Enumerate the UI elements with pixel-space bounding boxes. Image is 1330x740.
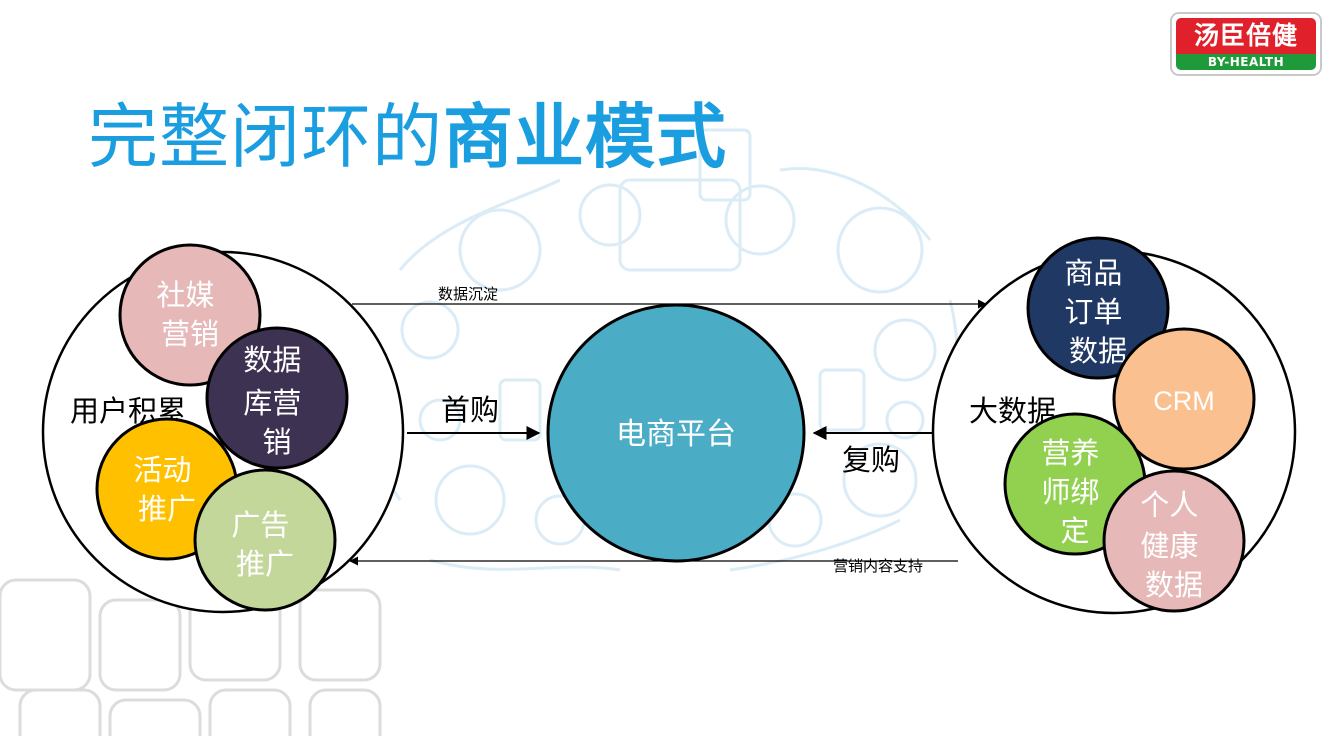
bubble-line: 个人 (1140, 488, 1198, 522)
background-doodle (618, 178, 742, 272)
by-health-logo: 汤臣倍健 BY-HEALTH (1172, 14, 1320, 74)
background-doodle (498, 378, 542, 442)
bubble-line: 订单 (1064, 295, 1122, 329)
bubble-line: 数据 (243, 343, 301, 377)
background-doodle (779, 167, 932, 241)
personal-health-data-bubble: 个人 健康 数据 (1102, 469, 1246, 613)
background-doodle (418, 398, 462, 442)
background-doodle (434, 464, 506, 536)
background-doodle (842, 442, 918, 518)
ad-promotion-bubble: 广告 推广 (193, 468, 337, 612)
background-doodle (578, 183, 642, 247)
background-doodle (398, 178, 561, 271)
bubble-line: 销 (262, 425, 291, 459)
background-doodle (885, 400, 925, 440)
bubble-line: 活动 (133, 453, 191, 487)
ecommerce-platform-label: 电商平台 (616, 417, 736, 452)
bubble-line: 推广 (236, 547, 294, 581)
database-marketing-bubble: 数据 库营 销 (205, 326, 349, 470)
logo-english-name: BY-HEALTH (1176, 54, 1316, 70)
data-settlement-label: 数据沉淀 (438, 285, 498, 303)
bubble-line: 营销 (161, 317, 219, 351)
crm-bubble: CRM (1112, 327, 1256, 471)
background-doodle (836, 206, 924, 294)
bubble-line: 商品 (1064, 256, 1122, 290)
background-square (208, 688, 292, 740)
background-doodle (873, 318, 937, 382)
svg-text:营养 师绑 定: 营养 师绑 定 (1041, 436, 1108, 548)
background-square (298, 588, 382, 682)
first-purchase-label: 首购 (441, 393, 499, 427)
bubble-line: 库营 (243, 386, 301, 420)
svg-text:数据 库营 销: 数据 库营 销 (243, 343, 310, 459)
bubble-line: CRM (1153, 386, 1215, 416)
background-square (108, 698, 202, 740)
bubble-line: 健康 (1140, 529, 1198, 563)
background-doodle (698, 128, 752, 202)
bubble-line: 营养 (1041, 436, 1099, 470)
background-doodle (400, 300, 460, 360)
background-doodle (429, 558, 621, 572)
title-bold-text: 商业模式 (443, 96, 727, 178)
bubble-line: 广告 (231, 508, 289, 542)
svg-text:商品 订单 数据: 商品 订单 数据 (1064, 256, 1131, 368)
background-doodle (729, 518, 901, 572)
marketing-support-label: 营销内容支持 (833, 557, 923, 575)
repurchase-label: 复购 (842, 443, 900, 477)
bubble-line: 数据 (1145, 568, 1203, 602)
svg-text:广告 推广: 广告 推广 (231, 508, 298, 581)
page-title: 完整闭环的商业模式 (88, 92, 727, 182)
bubble-line: 推广 (138, 492, 196, 526)
background-square (18, 688, 102, 740)
background-square (308, 688, 382, 740)
svg-text:社媒 营销: 社媒 营销 (156, 278, 223, 351)
svg-text:活动 推广: 活动 推广 (133, 453, 200, 526)
background-square (0, 578, 92, 692)
ecommerce-platform-node: 电商平台 (546, 303, 806, 563)
background-square (98, 598, 182, 692)
product-order-data-bubble: 商品 订单 数据 (1026, 236, 1170, 380)
background-doodle (724, 184, 796, 256)
background-doodle (458, 208, 542, 292)
logo-chinese-name: 汤臣倍健 (1176, 18, 1316, 54)
svg-text:CRM: CRM (1153, 386, 1215, 416)
bubble-line: 师绑 (1041, 475, 1099, 509)
svg-text:个人 健康 数据: 个人 健康 数据 (1140, 488, 1207, 602)
bubble-line: 社媒 (156, 278, 214, 312)
bubble-line: 数据 (1069, 334, 1127, 368)
background-doodle (818, 368, 866, 432)
bubble-line: 定 (1060, 514, 1089, 548)
title-regular-text: 完整闭环的 (88, 96, 443, 178)
